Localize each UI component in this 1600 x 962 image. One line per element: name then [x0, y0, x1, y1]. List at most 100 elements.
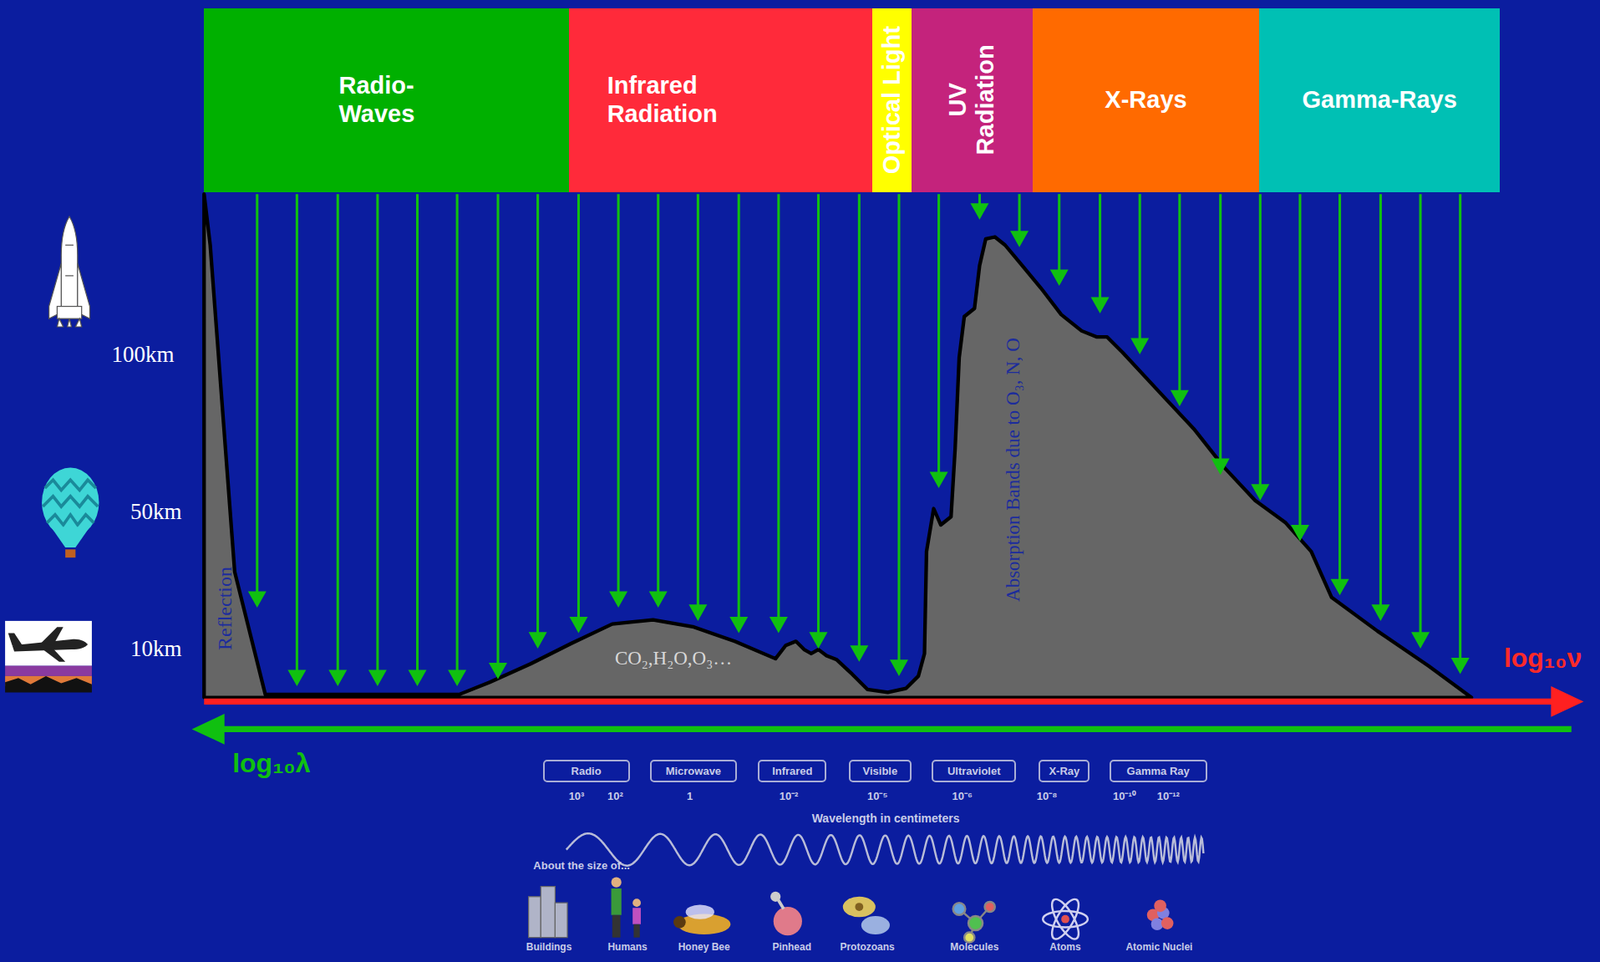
arrow-shaft	[1219, 193, 1222, 463]
arrow-head	[649, 590, 668, 608]
band-name-box: X-Ray	[1038, 759, 1090, 783]
scale-note: About the size of...	[533, 859, 630, 872]
size-example: Atoms	[1049, 941, 1081, 953]
arrow-shaft	[416, 193, 419, 674]
arrow-head	[1091, 297, 1110, 315]
arrow-head	[287, 670, 306, 687]
arrow-head	[889, 659, 909, 676]
arrow-head	[929, 472, 949, 489]
arrow-head	[688, 604, 707, 621]
arrow-head	[1170, 390, 1189, 407]
arrow-shaft	[1138, 193, 1142, 342]
band-name-box: Microwave	[650, 759, 737, 783]
arrow-head	[769, 616, 788, 634]
arrow-head	[1050, 269, 1069, 287]
arrow-head	[1290, 524, 1310, 542]
humans-icon	[611, 877, 641, 938]
arrow-head	[368, 670, 387, 687]
frequency-arrowhead	[1550, 685, 1584, 717]
pinhead-icon	[770, 891, 803, 936]
band-name: X-Ray	[1048, 764, 1080, 778]
band-name: Visible	[863, 764, 899, 778]
wavelength-value: 1	[686, 790, 693, 803]
arrow-head	[849, 645, 869, 662]
wavelength-axis	[222, 726, 1572, 732]
arrow-shaft	[1458, 193, 1462, 662]
scale-note: Wavelength in centimeters	[812, 812, 960, 825]
arrow-shaft	[295, 193, 299, 674]
arrow-head	[248, 590, 267, 608]
arrow-shaft	[577, 193, 580, 621]
wavelength-value: 10⁻¹²	[1157, 790, 1180, 803]
size-example: Atomic Nuclei	[1125, 941, 1193, 953]
altitude-label: 50km	[130, 500, 183, 526]
band-name: Ultraviolet	[947, 764, 1001, 778]
band-name-box: Ultraviolet	[931, 759, 1016, 783]
size-example: Protozoans	[839, 941, 894, 953]
wavelength-value: 10⁻²	[779, 790, 799, 803]
arrow-shaft	[536, 193, 539, 636]
arrow-shaft	[375, 193, 379, 674]
band-name-box: Visible	[848, 759, 911, 783]
band-label: X-Rays	[1104, 86, 1187, 114]
arrow-head	[1371, 604, 1390, 621]
wavelength-arrowhead	[192, 713, 225, 745]
size-example: Pinhead	[772, 941, 812, 953]
molecules-icon	[953, 901, 996, 943]
arrow-head	[1010, 230, 1029, 248]
spectrum-band: UV Radiation	[911, 8, 1033, 193]
reflection-label: Reflection	[213, 566, 235, 651]
spectrum-band: Infrared Radiation	[568, 8, 873, 193]
arrow-shaft	[1419, 193, 1423, 636]
spectrum-band: Radio- Waves	[203, 8, 569, 193]
arrow-shaft	[656, 193, 660, 595]
absorption-label: Absorption Bands due to O₃, N, O	[1002, 337, 1024, 602]
arrow-shaft	[1057, 193, 1061, 274]
wavelength-value: 10⁻¹⁰	[1112, 790, 1137, 803]
size-example: Buildings	[526, 941, 573, 953]
balloon-icon	[41, 467, 99, 559]
arrow-head	[808, 631, 828, 649]
axis-label: log₁₀λ	[232, 748, 310, 778]
arrow-head	[970, 203, 989, 220]
transmission-arrows	[248, 193, 1470, 686]
arrow-shaft	[255, 193, 259, 595]
wave-line	[566, 833, 1204, 865]
arrow-head	[1411, 631, 1430, 649]
arrow-shaft	[1298, 193, 1301, 529]
band-name: Infrared	[772, 764, 813, 778]
band-name-box: Radio	[543, 759, 630, 783]
wavelength-value: 10⁻⁵	[867, 790, 889, 803]
arrow-shaft	[696, 193, 700, 609]
band-name: Radio	[571, 764, 602, 778]
spectrum-band: X-Rays	[1032, 8, 1260, 193]
wavelength-value: 10⁻⁶	[951, 790, 972, 803]
arrow-head	[729, 616, 748, 634]
arrow-shaft	[456, 193, 459, 674]
arrow-head	[1250, 483, 1270, 501]
arrow-shaft	[858, 193, 861, 650]
arrow-shaft	[1018, 193, 1021, 235]
buildings-icon	[528, 886, 568, 938]
altitude-label: 100km	[111, 342, 174, 368]
arrow-head	[609, 590, 628, 608]
spectrum-band: Optical Light	[872, 8, 911, 193]
arrow-head	[1130, 337, 1149, 355]
frequency-axis	[203, 698, 1554, 705]
band-label: Optical Light	[878, 25, 906, 174]
atoms-icon	[1042, 895, 1088, 943]
absorption-curve	[203, 193, 1472, 697]
airplane-icon	[5, 620, 92, 693]
size-example: Humans	[607, 941, 647, 953]
band-label: Gamma-Rays	[1302, 86, 1458, 114]
band-label: Infrared Radiation	[607, 71, 746, 128]
wavelength-value: 10⁻⁸	[1036, 790, 1058, 803]
wavelength-value: 10²	[607, 790, 624, 803]
arrow-shaft	[897, 193, 900, 664]
absorber-label: CO₂,H₂O,O₃…	[614, 647, 732, 669]
arrow-shaft	[1259, 193, 1262, 488]
band-name: Gamma Ray	[1127, 764, 1190, 778]
arrow-head	[1330, 579, 1350, 596]
band-label: Radio- Waves	[338, 71, 447, 128]
